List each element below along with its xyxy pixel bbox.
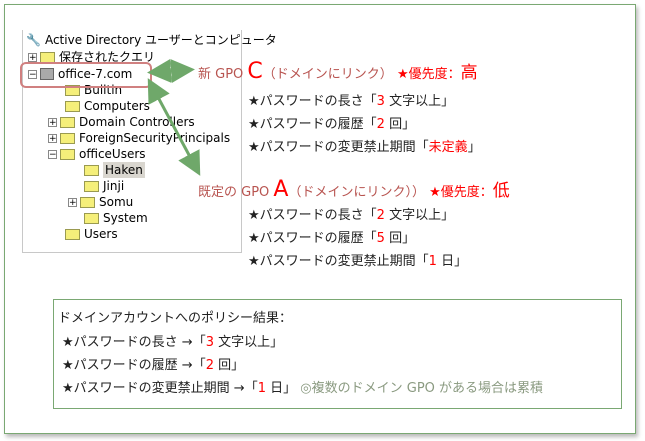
ou-folder-icon [60,116,75,128]
folder-icon [65,84,80,96]
expand-icon[interactable]: + [68,197,77,208]
gpo-a-heading: 既定の GPO A（ドメインにリンク）） ★優先度：低 [198,177,510,202]
tree-item[interactable]: System [84,210,148,226]
collapse-icon[interactable]: − [28,69,37,80]
result-rule: ★パスワードの履歴 →「2 回」 [62,358,245,373]
ou-folder-icon [84,212,99,224]
ad-icon: 🔧 [26,33,41,47]
arrow-to-gpo-c [147,59,195,83]
folder-icon [65,100,80,112]
ou-folder-icon [80,196,95,208]
ou-folder-icon [84,164,99,176]
gpo-c-rule: ★パスワードの変更禁止期間「未定義」 [248,140,481,155]
tree-saved-queries[interactable]: +保存されたクエリ [28,50,156,64]
result-rule: ★パスワードの変更禁止期間 →「1 日」 ◎複数のドメイン GPO がある場合は… [62,381,544,396]
expand-icon[interactable]: + [28,52,37,63]
result-box: ドメインアカウントへのポリシー結果： ★パスワードの長さ →「3 文字以上」 ★… [53,299,622,409]
result-rule: ★パスワードの長さ →「3 文字以上」 [62,335,284,350]
collapse-icon[interactable]: − [48,149,57,160]
gpo-c-rule: ★パスワードの長さ「3 文字以上」 [248,94,455,109]
expand-icon[interactable]: + [48,117,57,128]
gpo-a-rule: ★パスワードの履歴「5 回」 [248,231,416,246]
result-title: ドメインアカウントへのポリシー結果： [58,311,293,326]
gpo-c-heading: 新 GPO C（ドメインにリンク） ★優先度：高 [198,59,478,84]
gpo-c-rule: ★パスワードの履歴「2 回」 [248,117,416,132]
gpo-a-rule: ★パスワードの変更禁止期間「1 日」 [248,254,468,269]
tree-item[interactable]: Users [65,226,118,242]
gpo-a-rule: ★パスワードの長さ「2 文字以上」 [248,208,455,223]
arrow-to-gpo-a [147,78,201,176]
domain-icon [40,68,54,80]
ou-folder-icon [84,180,99,192]
folder-icon [65,228,80,240]
tree-item[interactable]: +Somu [68,195,134,209]
tree-domain[interactable]: −office-7.com [28,67,133,81]
ou-folder-icon [60,148,75,160]
folder-icon [60,132,75,144]
tree-root[interactable]: 🔧Active Directory ユーザーとコンピュータ [26,33,277,47]
tree-item[interactable]: −officeUsers [48,147,146,161]
tree-item[interactable]: Computers [65,98,150,114]
cumulative-note: ◎複数のドメイン GPO がある場合は累積 [300,381,544,396]
frame [4,4,636,434]
tree-item[interactable]: Jinji [84,178,124,194]
tree-item-selected[interactable]: Haken [84,162,145,178]
expand-icon[interactable]: + [48,133,57,144]
